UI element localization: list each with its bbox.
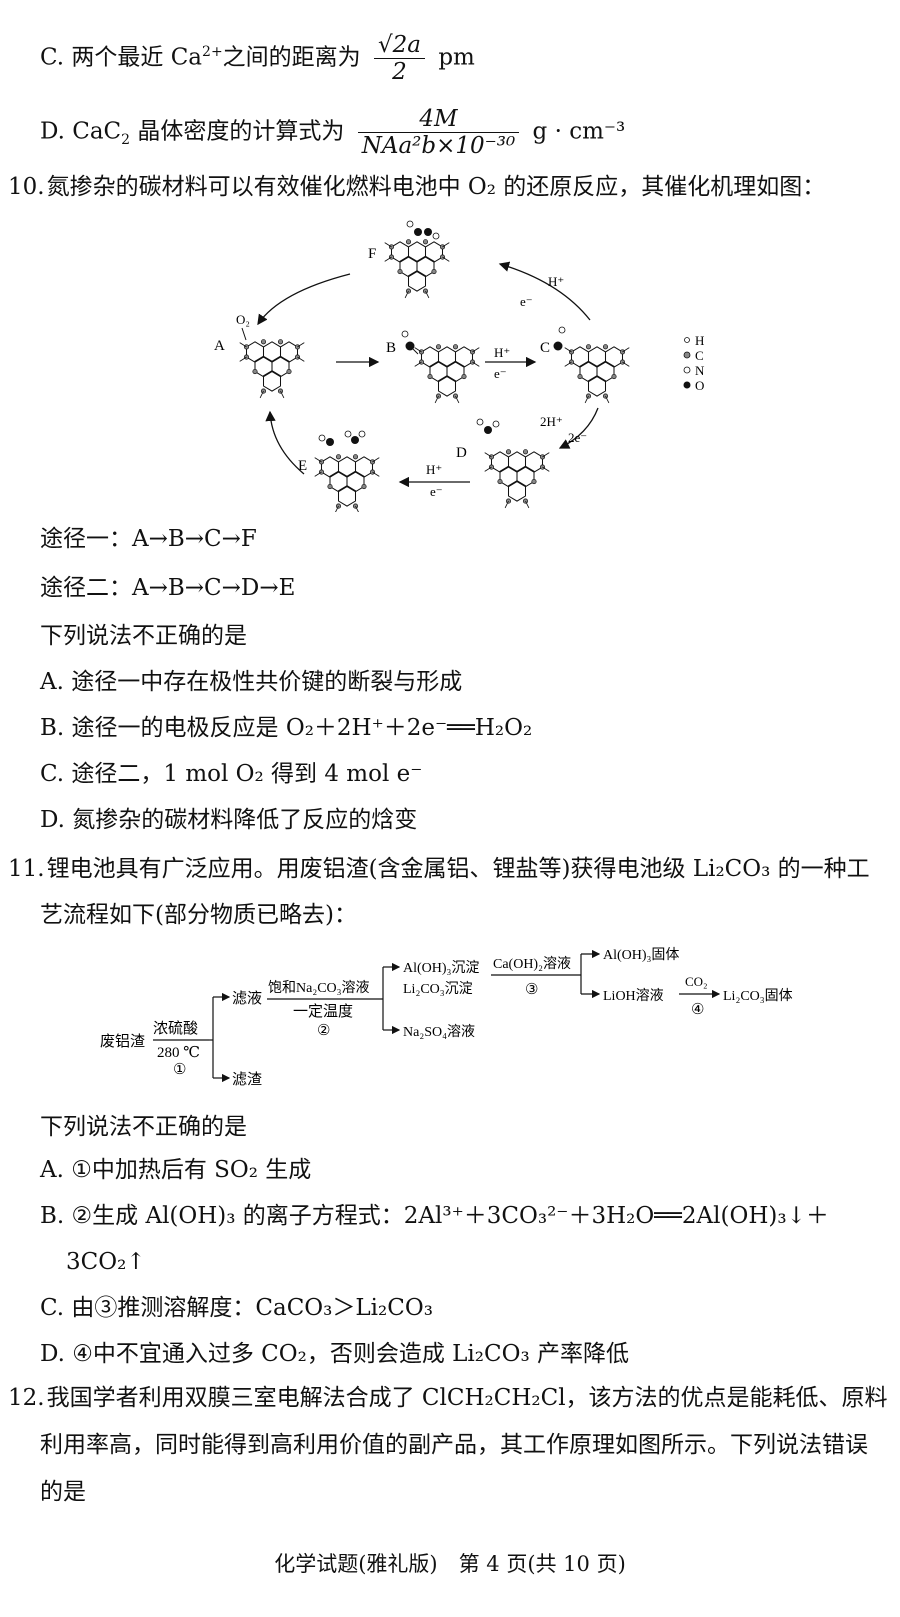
q10-path2: 途径二：A→B→C→D→E <box>40 575 296 601</box>
q12-line-3: 的是 <box>40 1479 86 1505</box>
o2-label: O₂ <box>236 312 250 327</box>
molecule-e <box>315 455 380 512</box>
q11-option-b-line2: 3CO₂↑ <box>66 1249 146 1275</box>
flow-residue: 滤渣 <box>232 1071 262 1088</box>
flow-na2so4: Na₂SO₄溶液 <box>403 1024 475 1040</box>
flow-precip2: Li₂CO₃沉淀 <box>403 981 473 997</box>
flow-filtrate: 滤液 <box>232 990 262 1007</box>
page-footer: 化学试题(雅礼版) 第 4 页(共 10 页) <box>274 1552 626 1576</box>
q9-optd-mid: 晶体密度的计算式为 <box>130 118 345 145</box>
q9-optd-unit: g · cm⁻³ <box>532 118 626 145</box>
flow-step2-num: ② <box>317 1023 330 1039</box>
q10-option-b: B. 途径一的电极反应是 O₂＋2H⁺＋2e⁻══H₂O₂ <box>40 715 533 741</box>
q12-line-1: 12.我国学者利用双膜三室电解法合成了 ClCH₂CH₂Cl，该方法的优点是能耗… <box>8 1381 888 1415</box>
q11-stem-1: 11.锂电池具有广泛应用。用废铝渣(含金属铝、锂盐等)获得电池级 Li₂CO₃ … <box>8 852 870 886</box>
q11-option-c: C. 由③推测溶解度：CaCO₃＞Li₂CO₃ <box>40 1295 433 1321</box>
q10-stem-text: 氮掺杂的碳材料可以有效催化燃料电池中 O₂ 的还原反应，其催化机理如图： <box>46 174 826 200</box>
arrow-cf-top: H⁺ <box>548 274 564 289</box>
arrow-cd-bot: 2e⁻ <box>568 430 587 445</box>
q10-prompt: 下列说法不正确的是 <box>40 623 247 649</box>
label-e: E <box>298 458 307 474</box>
arrow-bc-top: H⁺ <box>494 345 510 360</box>
arrow-cf-bot: e⁻ <box>520 294 533 309</box>
flow-step3-num: ③ <box>525 982 538 998</box>
legend-o: O <box>695 378 704 393</box>
molecule-a <box>240 340 305 398</box>
flow-step2-bot: 一定温度 <box>293 1003 353 1020</box>
label-c: C <box>540 340 550 356</box>
q11-number: 11. <box>8 856 45 882</box>
flow-step1-num: ① <box>173 1062 186 1078</box>
label-b: B <box>386 340 396 356</box>
q11-stem-2: 艺流程如下(部分物质已略去)： <box>40 902 357 928</box>
legend-c: C <box>695 348 704 363</box>
q11-option-d: D. ④中不宜通入过多 CO₂，否则会造成 Li₂CO₃ 产率降低 <box>40 1341 629 1367</box>
q9-optc-mid: 之间的距离为 <box>222 44 361 71</box>
diagram-legend: H C N O <box>683 333 705 393</box>
molecule-f <box>385 240 450 298</box>
flow-product: Li₂CO₃固体 <box>723 988 793 1004</box>
q10-mechanism-diagram: F O₂ A B C D E H⁺ e⁻ H⁺ e⁻ 2H⁺ 2e⁻ H⁺ e⁻… <box>214 220 705 512</box>
arrow-c-to-d <box>558 407 599 449</box>
arrow-f-to-a <box>257 273 351 326</box>
q9-optc-unit: pm <box>438 44 475 71</box>
legend-n: N <box>695 363 705 378</box>
q10-option-c: C. 途径二，1 mol O₂ 得到 4 mol e⁻ <box>40 761 423 787</box>
q9-optc-frac-top: √2a <box>373 32 425 59</box>
q9-option-d: D. CaC2 晶体密度的计算式为 4M NAa²b×10⁻³⁰ g · cm⁻… <box>40 106 625 159</box>
q11-stem1-text: 锂电池具有广泛应用。用废铝渣(含金属铝、锂盐等)获得电池级 Li₂CO₃ 的一种… <box>46 856 870 882</box>
flow-precip1: Al(OH)₃沉淀 <box>403 960 479 976</box>
q9-optc-fraction: √2a 2 <box>373 32 425 85</box>
label-a: A <box>214 338 225 354</box>
flow-aloh-solid: Al(OH)₃固体 <box>603 947 679 963</box>
q12-line-2: 利用率高，同时能得到高利用价值的副产品，其工作原理如图所示。下列说法错误 <box>40 1432 868 1458</box>
q11-prompt: 下列说法不正确的是 <box>40 1114 247 1140</box>
label-f: F <box>368 246 376 262</box>
arrow-de-top: H⁺ <box>426 462 442 477</box>
molecule-b <box>415 345 480 403</box>
q10-stem: 10.氮掺杂的碳材料可以有效催化燃料电池中 O₂ 的还原反应，其催化机理如图： <box>8 170 825 204</box>
q12-number: 12. <box>8 1385 45 1411</box>
arrow-bc-bot: e⁻ <box>494 366 507 381</box>
q9-optd-fraction: 4M NAa²b×10⁻³⁰ <box>357 106 520 159</box>
q9-optd-sub: 2 <box>121 132 131 149</box>
molecule-d <box>485 450 550 508</box>
arrow-cd-top: 2H⁺ <box>540 414 563 429</box>
flow-step1-bot: 280 ℃ <box>157 1045 200 1061</box>
q10-option-a: A. 途径一中存在极性共价键的断裂与形成 <box>40 669 463 695</box>
flow-step1-top: 浓硫酸 <box>153 1020 198 1037</box>
q9-option-c: C. 两个最近 Ca2+之间的距离为 √2a 2 pm <box>40 32 475 85</box>
flow-lioh: LiOH溶液 <box>603 988 664 1004</box>
q12-line1-text: 我国学者利用双膜三室电解法合成了 ClCH₂CH₂Cl，该方法的优点是能耗低、原… <box>46 1385 888 1411</box>
flow-start: 废铝渣 <box>100 1033 145 1050</box>
flow-step2-top: 饱和Na₂CO₃溶液 <box>268 980 370 996</box>
q9-optd-frac-bot: NAa²b×10⁻³⁰ <box>361 133 516 159</box>
q9-optc-frac-bot: 2 <box>392 59 407 85</box>
q10-number: 10. <box>8 174 45 200</box>
legend-h: H <box>695 333 704 348</box>
q9-optd-frac-top: 4M <box>357 106 520 133</box>
arrow-e-to-a <box>265 410 305 475</box>
q9-optd-prefix: D. CaC <box>40 118 122 145</box>
q9-optc-prefix: C. 两个最近 Ca <box>40 44 203 71</box>
q11-flow-diagram: 废铝渣 浓硫酸 280 ℃ ① 滤液 滤渣 饱和Na₂CO₃溶液 一定温度 ② … <box>100 947 793 1088</box>
flow-step3-top: Ca(OH)₂溶液 <box>493 956 571 972</box>
q10-option-d: D. 氮掺杂的碳材料降低了反应的焓变 <box>40 807 418 833</box>
label-d: D <box>456 445 467 461</box>
molecule-c <box>565 345 630 403</box>
q11-option-a: A. ①中加热后有 SO₂ 生成 <box>40 1157 312 1183</box>
q11-option-b-line1: B. ②生成 Al(OH)₃ 的离子方程式：2Al³⁺＋3CO₃²⁻＋3H₂O═… <box>40 1203 829 1229</box>
flow-step4-num: ④ <box>691 1002 704 1018</box>
q10-path1: 途径一：A→B→C→F <box>40 526 257 552</box>
arrow-c-to-f <box>498 261 591 321</box>
flow-step4-top: CO₂ <box>685 974 708 989</box>
q9-optc-sup: 2+ <box>202 43 223 60</box>
arrow-de-bot: e⁻ <box>430 484 443 499</box>
